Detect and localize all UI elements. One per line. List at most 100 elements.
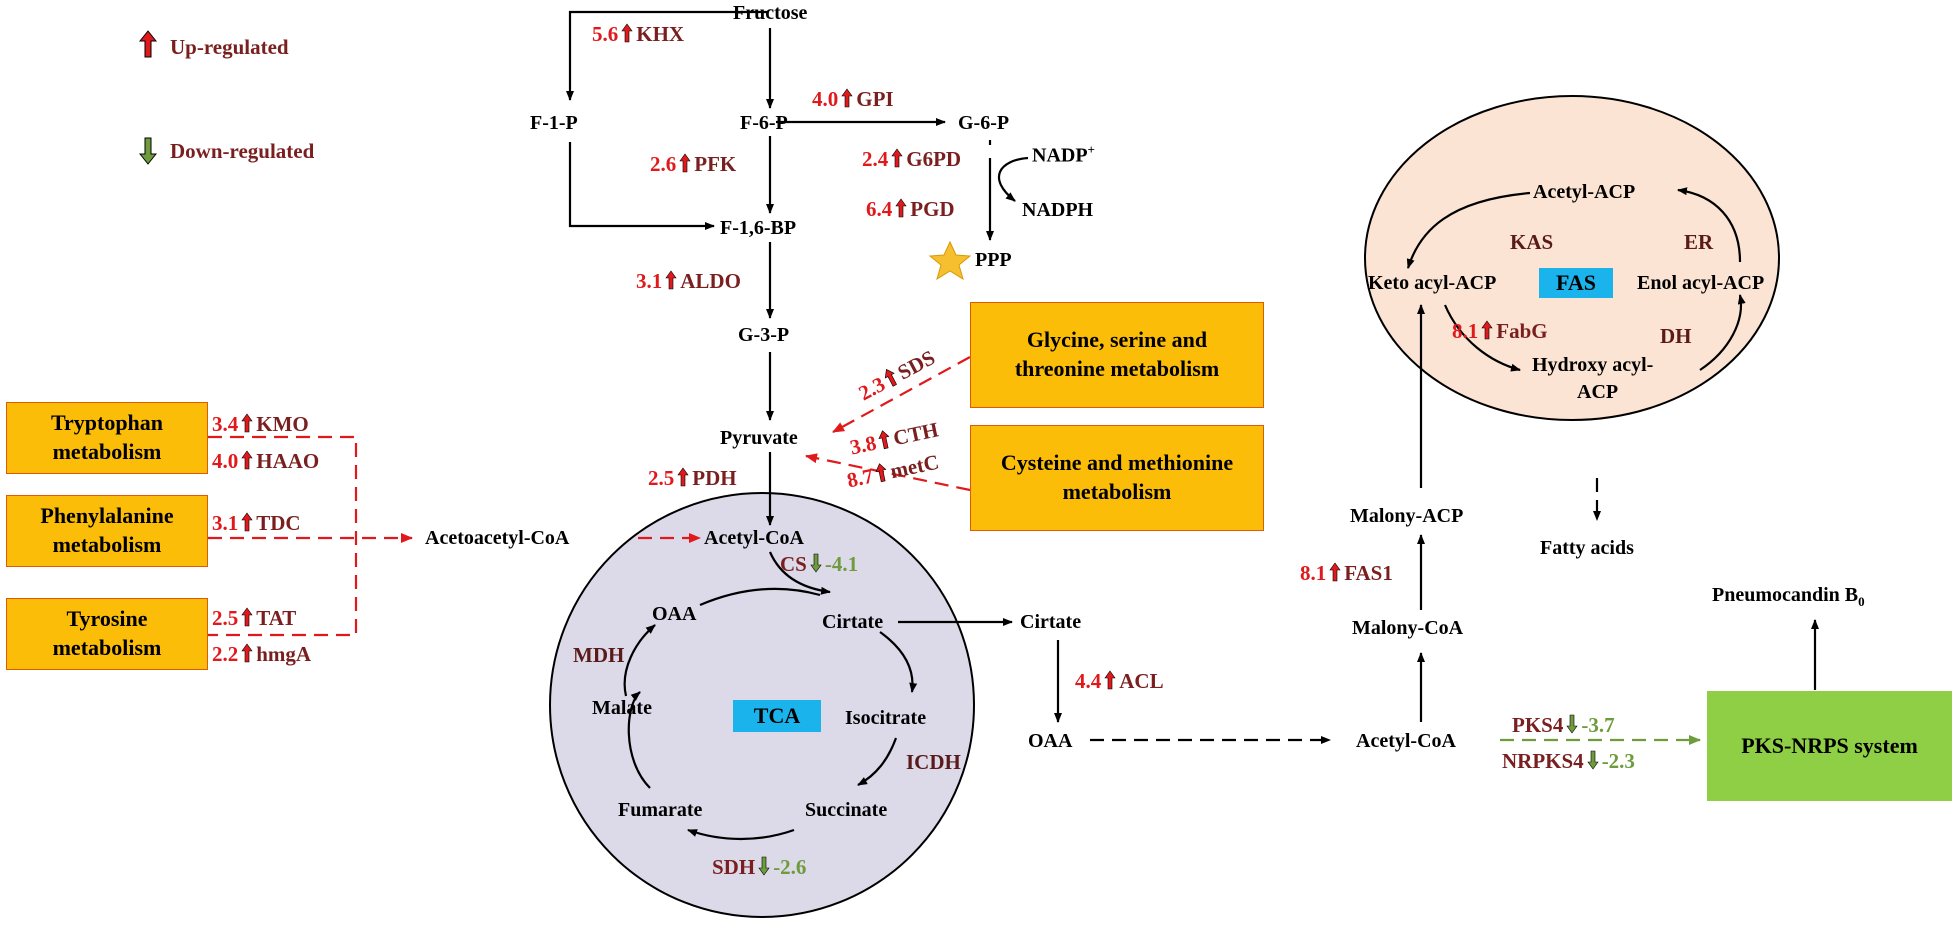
fas-connectors	[1406, 187, 1819, 722]
enzyme-name: NRPKS4	[1502, 749, 1584, 773]
enzyme-name: CS	[780, 552, 807, 576]
node-acetyl-coa-tca: Acetyl-CoA	[704, 527, 804, 549]
enzyme-name: PGD	[910, 197, 955, 221]
fold-change-value: -3.7	[1581, 713, 1615, 737]
enzyme-mdh: MDH	[573, 643, 625, 667]
fold-change-value: 2.5	[212, 606, 239, 630]
node-cirtate-out: Cirtate	[1020, 611, 1082, 633]
enzyme-dh: DH	[1660, 324, 1692, 348]
node-enol-acyl-acp: Enol acyl-ACP	[1637, 272, 1765, 294]
enzyme-aldo: 3.1 ALDO	[636, 270, 741, 292]
node-malony-coa: Malony-CoA	[1352, 617, 1464, 639]
node-nadp: NADP+	[1032, 142, 1095, 167]
tca-connectors	[623, 551, 1062, 841]
up-arrow-icon	[878, 430, 890, 450]
legend-up-label: Up-regulated	[170, 35, 289, 59]
enzyme-name: KMO	[256, 412, 309, 436]
up-arrow-icon	[621, 23, 633, 43]
up-arrow-icon	[677, 467, 689, 487]
enzyme-name: KHX	[636, 22, 685, 46]
enzyme-khx: 5.6 KHX	[592, 23, 684, 45]
ppp-star-icon	[928, 240, 972, 281]
node-oaa-out: OAA	[1028, 730, 1073, 752]
node-acetyl-acp: Acetyl-ACP	[1533, 181, 1636, 203]
down-arrow-icon	[758, 856, 770, 876]
enzyme-name: PKS4	[1512, 713, 1564, 737]
enzyme-name: ACL	[1119, 669, 1164, 693]
up-arrow-icon	[139, 30, 157, 58]
up-arrow-icon	[895, 198, 907, 218]
node-malate: Malate	[592, 697, 652, 719]
down-arrow-icon	[1566, 714, 1578, 734]
up-arrow-icon	[1481, 320, 1493, 340]
node-keto-acyl-acp: Keto acyl-ACP	[1368, 272, 1497, 294]
enzyme-name: HAAO	[256, 449, 320, 473]
enzyme-name: PDH	[692, 466, 737, 490]
fas-tag: FAS	[1539, 268, 1613, 298]
fold-change-value: 3.1	[636, 269, 663, 293]
amino-acid-connectors	[208, 356, 971, 637]
enzyme-name: FabG	[1496, 319, 1548, 343]
enzyme-name: TAT	[256, 606, 297, 630]
node-pyruvate: Pyruvate	[720, 427, 798, 449]
node-fructose: Fructose	[733, 2, 808, 24]
enzyme-haao: 4.0 HAAO	[212, 450, 319, 472]
enzyme-name: ALDO	[680, 269, 741, 293]
up-arrow-icon	[241, 450, 253, 470]
node-fumarate: Fumarate	[618, 799, 703, 821]
oaa-connector	[1090, 478, 1601, 744]
fold-change-value: 4.0	[812, 87, 839, 111]
fold-change-value: 2.6	[650, 152, 677, 176]
fold-change-value: -2.6	[773, 855, 807, 879]
enzyme-name: PFK	[694, 152, 737, 176]
node-g3p: G-3-P	[738, 324, 790, 346]
up-arrow-icon	[241, 643, 253, 663]
fold-change-value: 2.5	[648, 466, 675, 490]
node-pneumocandin: Pneumocandin B0	[1712, 584, 1865, 609]
down-arrow-icon	[139, 137, 157, 165]
node-g6p: G-6-P	[958, 112, 1010, 134]
enzyme-sdh: SDH -2.6	[712, 856, 806, 878]
node-f1p: F-1-P	[530, 112, 578, 134]
up-arrow-icon	[241, 413, 253, 433]
pks-nrps-box: PKS-NRPS system	[1707, 691, 1952, 801]
enzyme-kmo: 3.4 KMO	[212, 413, 309, 435]
enzyme-kas: KAS	[1510, 230, 1554, 254]
fold-change-value: 3.1	[212, 511, 239, 535]
up-arrow-icon	[875, 463, 887, 483]
enzyme-sds: 2.3SDS	[855, 345, 939, 405]
fold-change-value: 2.4	[862, 147, 889, 171]
up-arrow-icon	[241, 512, 253, 532]
node-fatty-acids: Fatty acids	[1540, 537, 1634, 559]
fold-change-value: 5.6	[592, 22, 619, 46]
glycolysis-connectors	[566, 10, 1029, 526]
enzyme-pks4: PKS4 -3.7	[1512, 714, 1615, 736]
node-oaa-tca: OAA	[652, 603, 697, 625]
fold-change-value: 2.2	[212, 642, 239, 666]
fold-change-value: 4.0	[212, 449, 239, 473]
up-arrow-icon	[241, 607, 253, 627]
node-ppp: PPP	[975, 249, 1012, 271]
fold-change-value: -2.3	[1601, 749, 1635, 773]
enzyme-name: SDH	[712, 855, 756, 879]
enzyme-icdh: ICDH	[906, 750, 961, 774]
fold-change-value: 3.4	[212, 412, 239, 436]
fold-change-value: 6.4	[866, 197, 893, 221]
fold-change-value: 8.1	[1452, 319, 1479, 343]
up-arrow-icon	[679, 153, 691, 173]
node-f6p: F-6-P	[740, 112, 788, 134]
enzyme-pgd: 6.4 PGD	[866, 198, 955, 220]
down-arrow-icon	[1587, 750, 1599, 770]
enzyme-er: ER	[1684, 230, 1714, 254]
